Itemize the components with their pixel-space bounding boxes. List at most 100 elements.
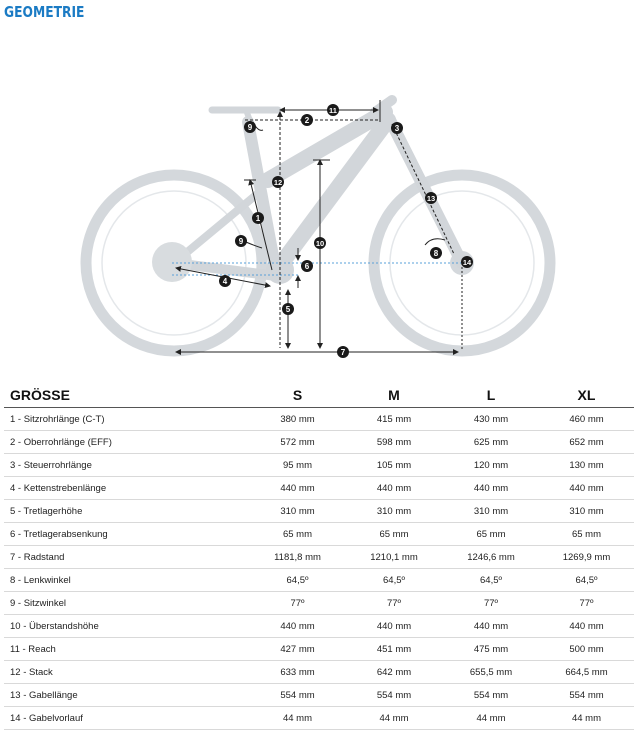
cell: 440 mm (539, 614, 634, 638)
cell: 440 mm (250, 476, 345, 500)
cell: 554 mm (250, 683, 345, 707)
cell: 65 mm (250, 522, 345, 546)
row-label: 6 - Tretlagerabsenkung (4, 522, 250, 546)
cell: 64,5º (250, 568, 345, 592)
marker-3: 3 (391, 122, 403, 134)
marker-7: 7 (337, 346, 349, 358)
row-label: 1 - Sitzrohrlänge (C-T) (4, 407, 250, 431)
svg-text:9: 9 (239, 237, 244, 246)
row-label: 4 - Kettenstrebenlänge (4, 476, 250, 500)
cell: 65 mm (539, 522, 634, 546)
cell: 440 mm (345, 476, 443, 500)
marker-8: 8 (430, 247, 442, 259)
marker-10: 10 (314, 237, 326, 249)
cell: 642 mm (345, 660, 443, 684)
cell: 380 mm (250, 407, 345, 431)
svg-text:14: 14 (463, 258, 472, 267)
page-title: GEOMETRIE (4, 3, 85, 21)
cell: 554 mm (443, 683, 539, 707)
cell: 430 mm (443, 407, 539, 431)
cell: 440 mm (443, 476, 539, 500)
cell: 572 mm (250, 430, 345, 454)
cell: 451 mm (345, 637, 443, 661)
header-size: GRÖSSE (4, 383, 250, 408)
marker-14: 14 (461, 256, 473, 268)
cell: 554 mm (539, 683, 634, 707)
cell: 310 mm (250, 499, 345, 523)
row-label: 11 - Reach (4, 637, 250, 661)
svg-text:11: 11 (329, 106, 337, 115)
cell: 310 mm (443, 499, 539, 523)
row-label: 3 - Steuerrohrlänge (4, 453, 250, 477)
svg-text:6: 6 (305, 262, 310, 271)
svg-text:1: 1 (256, 214, 261, 223)
svg-text:3: 3 (395, 124, 400, 133)
svg-text:10: 10 (316, 239, 324, 248)
marker-6: 6 (301, 260, 313, 272)
svg-text:7: 7 (341, 348, 346, 357)
marker-9-top: 9 (244, 121, 256, 133)
row-label: 5 - Tretlagerhöhe (4, 499, 250, 523)
row-label: 13 - Gabellänge (4, 683, 250, 707)
cell: 120 mm (443, 453, 539, 477)
cell: 440 mm (345, 614, 443, 638)
marker-1: 1 (252, 212, 264, 224)
row-label: 12 - Stack (4, 660, 250, 684)
cell: 44 mm (345, 706, 443, 730)
marker-9-bottom: 9 (235, 235, 247, 247)
cell: 77º (539, 591, 634, 615)
row-label: 14 - Gabelvorlauf (4, 706, 250, 730)
cell: 44 mm (443, 706, 539, 730)
cell: 427 mm (250, 637, 345, 661)
cell: 65 mm (443, 522, 539, 546)
cell: 64,5º (345, 568, 443, 592)
cell: 64,5º (539, 568, 634, 592)
row-label: 8 - Lenkwinkel (4, 568, 250, 592)
cell: 65 mm (345, 522, 443, 546)
marker-5: 5 (282, 303, 294, 315)
table-header-row: GRÖSSE S M L XL (4, 383, 634, 408)
cell: 655,5 mm (443, 660, 539, 684)
header-m: M (345, 383, 443, 408)
marker-4: 4 (219, 275, 231, 287)
svg-text:9: 9 (248, 123, 253, 132)
row-label: 7 - Radstand (4, 545, 250, 569)
header-s: S (250, 383, 345, 408)
marker-13: 13 (425, 192, 437, 204)
cell: 460 mm (539, 407, 634, 431)
svg-text:2: 2 (305, 116, 310, 125)
row-label: 9 - Sitzwinkel (4, 591, 250, 615)
cell: 310 mm (539, 499, 634, 523)
header-l: L (443, 383, 539, 408)
svg-text:13: 13 (427, 194, 435, 203)
cell: 652 mm (539, 430, 634, 454)
cell: 95 mm (250, 453, 345, 477)
row-label: 10 - Überstandshöhe (4, 614, 250, 638)
cell: 77º (250, 591, 345, 615)
cell: 130 mm (539, 453, 634, 477)
cell: 1269,9 mm (539, 545, 634, 569)
row-label: 2 - Oberrohrlänge (EFF) (4, 430, 250, 454)
cell: 64,5º (443, 568, 539, 592)
cell: 664,5 mm (539, 660, 634, 684)
cell: 440 mm (250, 614, 345, 638)
svg-text:5: 5 (286, 305, 291, 314)
cell: 1246,6 mm (443, 545, 539, 569)
header-xl: XL (539, 383, 634, 408)
svg-text:12: 12 (274, 178, 282, 187)
cell: 77º (345, 591, 443, 615)
cell: 77º (443, 591, 539, 615)
cell: 1210,1 mm (345, 545, 443, 569)
